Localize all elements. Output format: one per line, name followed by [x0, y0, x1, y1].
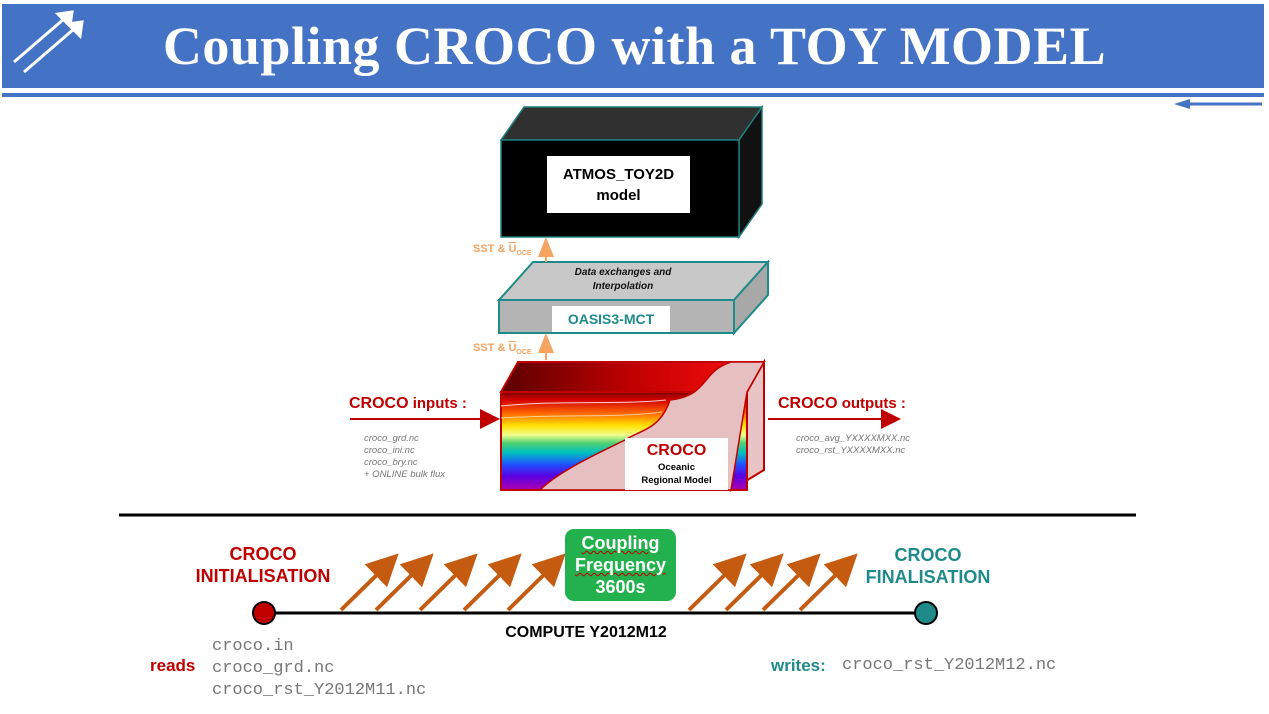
exchange-label-upper: SST & UOCE — [473, 243, 532, 257]
timeline-end-dot — [914, 601, 938, 625]
exchange-label-lower: SST & UOCE — [473, 342, 532, 356]
exchange-sub: OCE — [516, 250, 532, 258]
oasis-description: Data exchanges and Interpolation — [548, 266, 698, 294]
coupling-frequency-badge: Coupling Frequency 3600s — [565, 529, 676, 601]
outputs-label-croco: CROCO — [778, 395, 838, 412]
exchange-prefix: SST & — [473, 243, 509, 255]
writes-file: croco_rst_Y2012M12.nc — [842, 656, 1057, 675]
croco-model-line1: Oceanic — [658, 462, 695, 473]
inputs-label-rest: inputs : — [408, 395, 467, 412]
coupling-line3: 3600s — [595, 577, 646, 597]
exchange-var: U — [508, 342, 517, 354]
oasis-name: OASIS3-MCT — [552, 306, 670, 332]
coupling-arrow — [761, 553, 821, 612]
init-line1: CROCO — [229, 544, 297, 564]
input-file: croco_grd.nc — [364, 433, 419, 444]
croco-model-line2: Regional Model — [641, 475, 712, 486]
input-file: + ONLINE bulk flux — [364, 469, 446, 480]
oasis-desc-line1: Data exchanges and — [574, 267, 672, 278]
coupling-arrows — [339, 553, 858, 612]
coupling-arrow — [724, 553, 784, 612]
coupling-arrow — [418, 553, 478, 612]
reads-label: reads — [150, 656, 196, 675]
coupling-line1: Coupling — [581, 533, 660, 553]
coupling-arrow — [687, 553, 747, 612]
atmos-sub: model — [596, 186, 641, 204]
output-file: croco_rst_YXXXXMXX.nc — [796, 445, 906, 456]
final-line2: FINALISATION — [865, 567, 991, 587]
page-title: Coupling CROCO with a TOY MODEL — [162, 16, 1107, 76]
inputs-file-list: croco_grd.nc croco_ini.nc croco_bry.nc +… — [364, 433, 445, 481]
exchange-prefix: SST & — [473, 342, 509, 354]
croco-model-label: CROCO Oceanic Regional Model — [625, 438, 728, 490]
coupling-line2: Frequency — [574, 555, 667, 575]
input-file: croco_ini.nc — [364, 445, 415, 456]
coupling-arrow — [462, 553, 522, 612]
output-file: croco_avg_YXXXXMXX.nc — [796, 433, 911, 444]
input-file: croco_bry.nc — [364, 457, 418, 468]
coupling-arrow — [374, 553, 434, 612]
croco-initialisation-label: CROCO INITIALISATION — [180, 543, 346, 587]
corner-arrows-icon — [13, 10, 84, 74]
banner-underline — [2, 93, 1264, 97]
coupling-arrow — [339, 553, 399, 612]
banner-decor — [13, 10, 1262, 109]
compute-label: COMPUTE Y2012M12 — [505, 624, 667, 641]
oasis-box — [496, 259, 771, 336]
outputs-label-rest: outputs : — [837, 395, 906, 412]
atmos-name: ATMOS_TOY2D — [562, 165, 675, 183]
writes-label: writes: — [771, 656, 826, 675]
title-banner — [2, 4, 1264, 88]
coupling-arrow — [506, 553, 566, 612]
read-file: croco.in — [212, 637, 294, 656]
croco-model-name: CROCO — [646, 442, 707, 459]
final-line1: CROCO — [894, 545, 962, 565]
read-file: croco_rst_Y2012M11.nc — [212, 681, 427, 700]
inputs-label: CROCO inputs : — [349, 395, 467, 413]
init-line2: INITIALISATION — [195, 566, 331, 586]
oasis-desc-line2: Interpolation — [592, 281, 654, 292]
banner-return-arrow-icon — [1174, 99, 1262, 109]
reads-file-list: croco.in croco_grd.nc croco_rst_Y2012M11… — [212, 636, 426, 702]
coupling-arrow — [798, 553, 858, 612]
inputs-label-croco: CROCO — [349, 395, 409, 412]
outputs-label: CROCO outputs : — [778, 395, 906, 413]
atmos-model-label: ATMOS_TOY2D model — [547, 156, 690, 213]
timeline-start-dot — [252, 601, 276, 625]
exchange-sub: OCE — [516, 349, 532, 357]
outputs-file-list: croco_avg_YXXXXMXX.nc croco_rst_YXXXXMXX… — [796, 433, 910, 457]
exchange-var: U — [508, 243, 517, 255]
croco-finalisation-label: CROCO FINALISATION — [850, 544, 1006, 588]
read-file: croco_grd.nc — [212, 659, 335, 678]
